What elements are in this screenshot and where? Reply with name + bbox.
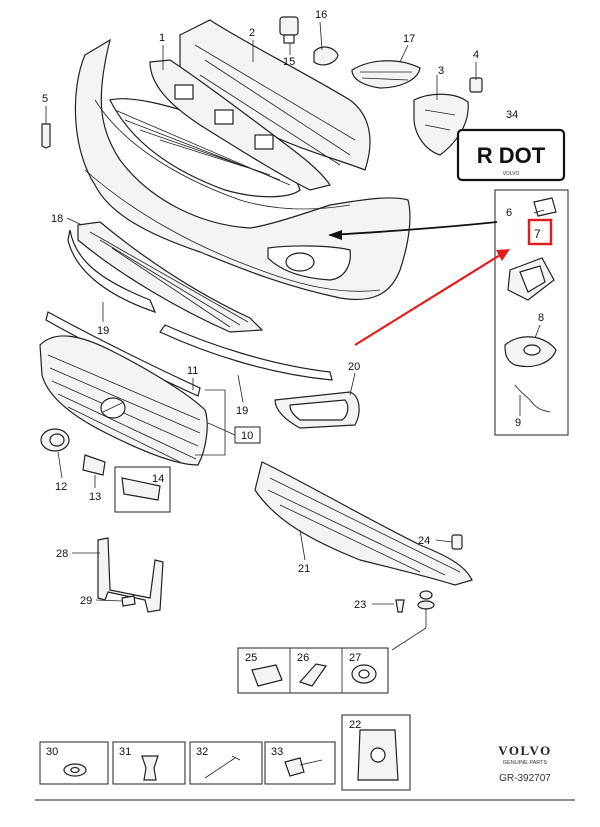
callout-13: 13 bbox=[89, 491, 101, 503]
lower-trim-19b bbox=[159, 324, 333, 381]
part-23-screw bbox=[395, 599, 405, 613]
part-31-icon bbox=[141, 755, 159, 781]
energy-absorber bbox=[149, 59, 331, 191]
callout-7: 7 bbox=[534, 227, 541, 241]
callout-33: 33 bbox=[271, 746, 283, 758]
callout-5: 5 bbox=[42, 93, 48, 105]
callout-6: 6 bbox=[506, 207, 512, 219]
callout-20: 20 bbox=[348, 361, 360, 373]
rdot-badge: R DOT VOLVO bbox=[456, 128, 566, 182]
callout-1: 1 bbox=[159, 32, 165, 44]
callout-28: 28 bbox=[56, 548, 68, 560]
fastener-box-25-27 bbox=[237, 647, 389, 694]
callout-3: 3 bbox=[438, 65, 444, 77]
callout-19b: 19 bbox=[236, 405, 248, 417]
rdot-subtext: VOLVO bbox=[503, 171, 520, 177]
part-24-clip bbox=[451, 534, 463, 550]
callout-8: 8 bbox=[538, 312, 544, 324]
callout-21: 21 bbox=[298, 563, 310, 575]
pointer-arrows bbox=[328, 221, 510, 346]
callout-2: 2 bbox=[249, 27, 255, 39]
callout-18: 18 bbox=[51, 213, 63, 225]
part-17-bracket bbox=[351, 60, 421, 89]
brand-tagline: GENUINE PARTS bbox=[503, 760, 548, 766]
part-32-icon bbox=[204, 755, 241, 779]
callout-22: 22 bbox=[349, 719, 361, 731]
lower-grille bbox=[77, 221, 264, 333]
part-29-screw bbox=[121, 595, 136, 607]
lower-trim-19a bbox=[67, 229, 157, 313]
callout-labels: 1 2 3 4 5 6 7 8 9 10 11 12 13 14 15 16 1… bbox=[42, 9, 544, 758]
callout-25: 25 bbox=[245, 652, 257, 664]
detail-box-6-9 bbox=[494, 189, 569, 436]
callout-29: 29 bbox=[80, 595, 92, 607]
callout-4: 4 bbox=[473, 49, 479, 61]
bracket-lead-10 bbox=[195, 389, 236, 456]
callout-10: 10 bbox=[241, 430, 253, 442]
part-26-icon bbox=[298, 663, 328, 687]
callout-30: 30 bbox=[46, 746, 58, 758]
part-21-spoiler bbox=[254, 461, 473, 586]
part-13-emblem bbox=[82, 454, 106, 476]
part-25-icon bbox=[251, 664, 283, 687]
callout-19a: 19 bbox=[97, 325, 109, 337]
rdot-text: R DOT bbox=[477, 143, 546, 168]
leader-lines bbox=[45, 21, 545, 605]
callout-16: 16 bbox=[315, 9, 327, 21]
brand-logo: VOLVO bbox=[498, 743, 551, 758]
main-grille bbox=[39, 335, 208, 466]
fastener-row bbox=[39, 714, 411, 791]
part-16-bracket bbox=[313, 46, 339, 66]
part-12-camera bbox=[40, 428, 70, 452]
part-4-clip bbox=[469, 77, 483, 93]
callout-11: 11 bbox=[187, 365, 198, 377]
callout-34: 34 bbox=[506, 109, 518, 121]
callout-26: 26 bbox=[297, 652, 309, 664]
callout-17: 17 bbox=[403, 33, 415, 45]
callout-12: 12 bbox=[55, 481, 67, 493]
callout-9: 9 bbox=[515, 417, 521, 429]
callout-23: 23 bbox=[354, 599, 366, 611]
bumper-cover bbox=[74, 38, 411, 301]
callout-14: 14 bbox=[152, 473, 164, 485]
part-15-clip bbox=[279, 16, 299, 44]
brand-block: VOLVO GENUINE PARTS GR-392707 bbox=[498, 743, 551, 784]
highlight-box-part-7 bbox=[527, 218, 553, 246]
part-33-icon bbox=[284, 757, 305, 777]
callout-27: 27 bbox=[349, 652, 361, 664]
callout-31: 31 bbox=[119, 746, 131, 758]
callout-24: 24 bbox=[418, 535, 430, 547]
diagram-code: GR-392707 bbox=[499, 773, 551, 784]
callout-32: 32 bbox=[196, 746, 208, 758]
part-5-clip bbox=[41, 123, 51, 149]
callout-15: 15 bbox=[283, 56, 295, 68]
part-20-fog-bezel bbox=[274, 391, 360, 429]
fastener-stack bbox=[391, 590, 435, 651]
part-14-box bbox=[114, 466, 171, 513]
